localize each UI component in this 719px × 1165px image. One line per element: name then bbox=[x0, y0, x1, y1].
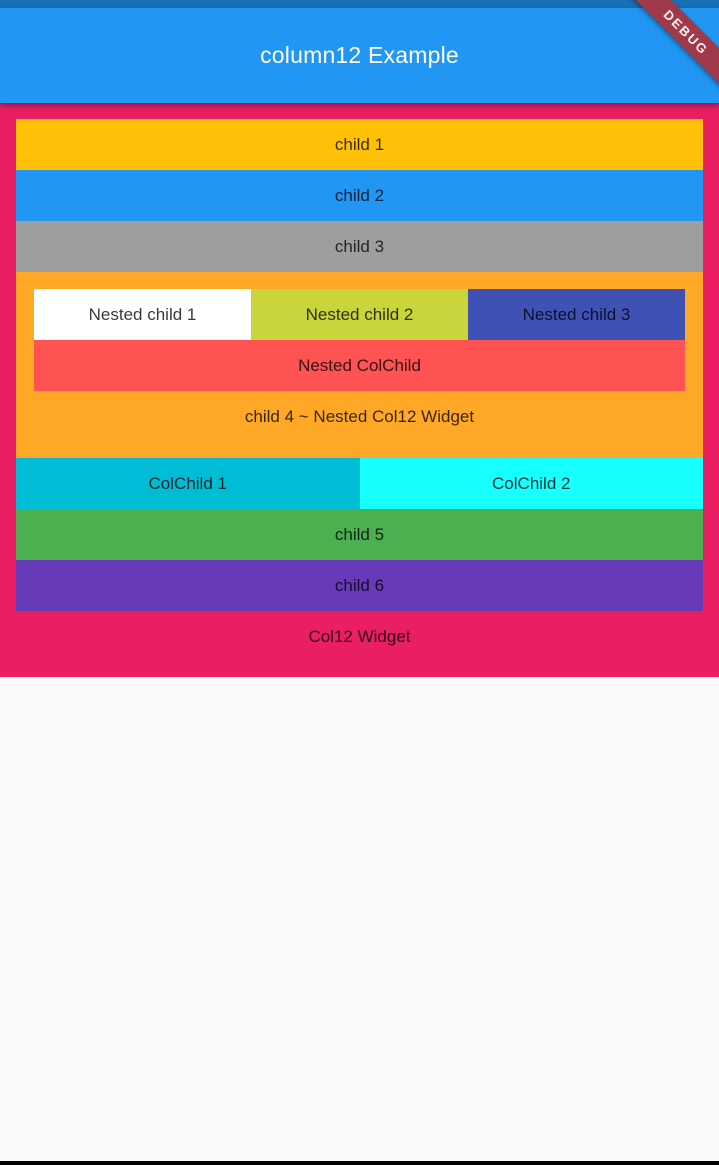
nested-colchild-box: Nested ColChild bbox=[34, 340, 685, 391]
page-title: column12 Example bbox=[260, 42, 459, 68]
child-6-box: child 6 bbox=[16, 560, 703, 611]
nested-child-1-box: Nested child 1 bbox=[34, 289, 251, 340]
col12-widget-label: Col12 Widget bbox=[308, 627, 411, 646]
nested-grid: Nested child 1 Nested child 2 Nested chi… bbox=[34, 289, 685, 391]
col12-widget: child 1 child 2 child 3 Nested child 1 N… bbox=[0, 103, 719, 677]
child-4-nested-col12: Nested child 1 Nested child 2 Nested chi… bbox=[16, 272, 703, 458]
child-4-label: child 4 ~ Nested Col12 Widget bbox=[244, 406, 475, 426]
child-5-box: child 5 bbox=[16, 509, 703, 560]
nested-child-2-box: Nested child 2 bbox=[251, 289, 468, 340]
child-3-box: child 3 bbox=[16, 221, 703, 272]
nested-child-3-box: Nested child 3 bbox=[468, 289, 685, 340]
colchild-row: ColChild 1 ColChild 2 bbox=[16, 458, 703, 509]
colchild-2-box: ColChild 2 bbox=[359, 458, 703, 509]
nested-children-row: Nested child 1 Nested child 2 Nested chi… bbox=[34, 289, 685, 340]
child-2-box: child 2 bbox=[16, 170, 703, 221]
status-bar bbox=[0, 0, 719, 8]
app-bar: column12 Example bbox=[0, 8, 719, 103]
bottom-nav-bar bbox=[0, 1161, 719, 1165]
child-1-box: child 1 bbox=[16, 119, 703, 170]
colchild-1-box: ColChild 1 bbox=[16, 458, 360, 509]
